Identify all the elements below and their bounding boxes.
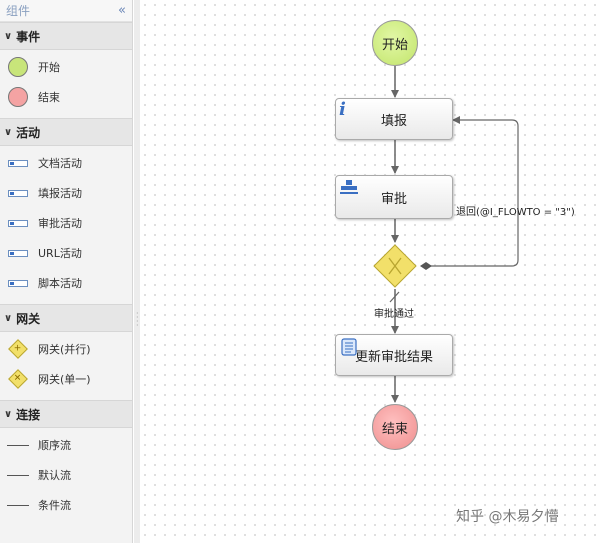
info-icon: i xyxy=(339,99,346,120)
task-icon xyxy=(8,159,28,167)
start-event[interactable]: 开始 xyxy=(372,20,418,66)
palette-item-fill-task[interactable]: 填报活动 xyxy=(0,178,132,208)
exclusive-gateway[interactable] xyxy=(373,244,417,288)
palette-item-url-task[interactable]: URL活动 xyxy=(0,238,132,268)
palette-item-start[interactable]: 开始 xyxy=(0,52,132,82)
palette-item-default-flow[interactable]: 默认流 xyxy=(0,460,132,490)
task-icon xyxy=(8,279,28,287)
task-icon xyxy=(8,219,28,227)
flow-canvas[interactable]: 开始 i 填报 审批 更新审批结果 结束 退回(@I_FLOWTO = "3")… xyxy=(140,0,600,543)
palette-item-script-task[interactable]: 脚本活动 xyxy=(0,268,132,298)
line-icon xyxy=(7,444,29,446)
chevron-down-icon: ∨ xyxy=(4,30,13,42)
edge-default-slash xyxy=(389,291,400,303)
chevron-down-icon: ∨ xyxy=(4,408,13,420)
grip-icon: ···· xyxy=(136,309,139,330)
return-condition-label: 退回(@I_FLOWTO = "3") xyxy=(456,207,575,218)
task-label: 审批 xyxy=(380,191,407,207)
component-panel: 组件 « ∨ 事件 开始 结束 ∨ 活动 文档活动 填报活动 审批活动 xyxy=(0,0,133,543)
approval-pass-label: 审批通过 xyxy=(374,309,414,320)
start-event-icon xyxy=(8,57,28,77)
palette-item-document-task[interactable]: 文档活动 xyxy=(0,148,132,178)
end-event[interactable]: 结束 xyxy=(372,404,418,450)
panel-splitter[interactable]: ···· xyxy=(134,0,140,543)
task-icon xyxy=(8,189,28,197)
stamp-icon xyxy=(339,179,359,199)
start-event-label: 开始 xyxy=(381,37,408,53)
palette-item-label: 网关(单一) xyxy=(38,373,91,386)
double-chevron-left-icon[interactable]: « xyxy=(118,3,126,18)
palette-item-parallel-gateway[interactable]: + 网关(并行) xyxy=(0,334,132,364)
palette-item-end[interactable]: 结束 xyxy=(0,82,132,112)
flow-edges xyxy=(389,66,519,403)
palette-item-label: 结束 xyxy=(38,91,60,104)
palette-item-label: 文档活动 xyxy=(38,157,82,170)
watermark: 知乎 @木易夕懵 xyxy=(456,509,559,525)
palette-item-label: 默认流 xyxy=(38,469,71,482)
section-label: 网关 xyxy=(16,311,41,326)
task-fill[interactable]: i 填报 xyxy=(335,98,453,140)
palette-item-label: 开始 xyxy=(38,61,60,74)
parallel-gateway-icon: + xyxy=(8,339,28,359)
end-event-label: 结束 xyxy=(381,421,408,437)
palette-item-label: 网关(并行) xyxy=(38,343,91,356)
palette-item-label: 条件流 xyxy=(38,499,71,512)
exclusive-gateway-icon: ✕ xyxy=(8,369,28,389)
section-label: 事件 xyxy=(16,29,41,44)
section-label: 连接 xyxy=(16,407,41,422)
chevron-down-icon: ∨ xyxy=(4,312,13,324)
line-icon xyxy=(7,474,29,476)
section-events[interactable]: ∨ 事件 xyxy=(0,22,132,50)
section-activities[interactable]: ∨ 活动 xyxy=(0,118,132,146)
task-icon xyxy=(8,249,28,257)
palette-item-label: URL活动 xyxy=(38,247,82,260)
section-gateways[interactable]: ∨ 网关 xyxy=(0,304,132,332)
palette-item-label: 审批活动 xyxy=(38,217,82,230)
task-approve[interactable]: 审批 xyxy=(335,175,453,219)
palette-item-label: 脚本活动 xyxy=(38,277,82,290)
task-label: 填报 xyxy=(380,113,407,129)
component-panel-title: 组件 xyxy=(6,4,31,18)
chevron-down-icon: ∨ xyxy=(4,126,13,138)
palette-item-sequence-flow[interactable]: 顺序流 xyxy=(0,430,132,460)
line-icon xyxy=(7,504,29,506)
palette-item-exclusive-gateway[interactable]: ✕ 网关(单一) xyxy=(0,364,132,394)
component-panel-header: 组件 « xyxy=(0,0,132,22)
task-update-result[interactable]: 更新审批结果 xyxy=(335,334,453,376)
palette-item-label: 填报活动 xyxy=(38,187,82,200)
palette-item-label: 顺序流 xyxy=(38,439,71,452)
end-event-icon xyxy=(8,87,28,107)
palette-item-approval-task[interactable]: 审批活动 xyxy=(0,208,132,238)
edge-return-to-fill[interactable] xyxy=(422,116,519,267)
condition-diamond-marker xyxy=(420,262,432,270)
section-label: 活动 xyxy=(16,125,41,140)
script-icon xyxy=(339,338,359,360)
section-connections[interactable]: ∨ 连接 xyxy=(0,400,132,428)
palette-item-conditional-flow[interactable]: 条件流 xyxy=(0,490,132,520)
task-label: 更新审批结果 xyxy=(354,349,433,365)
